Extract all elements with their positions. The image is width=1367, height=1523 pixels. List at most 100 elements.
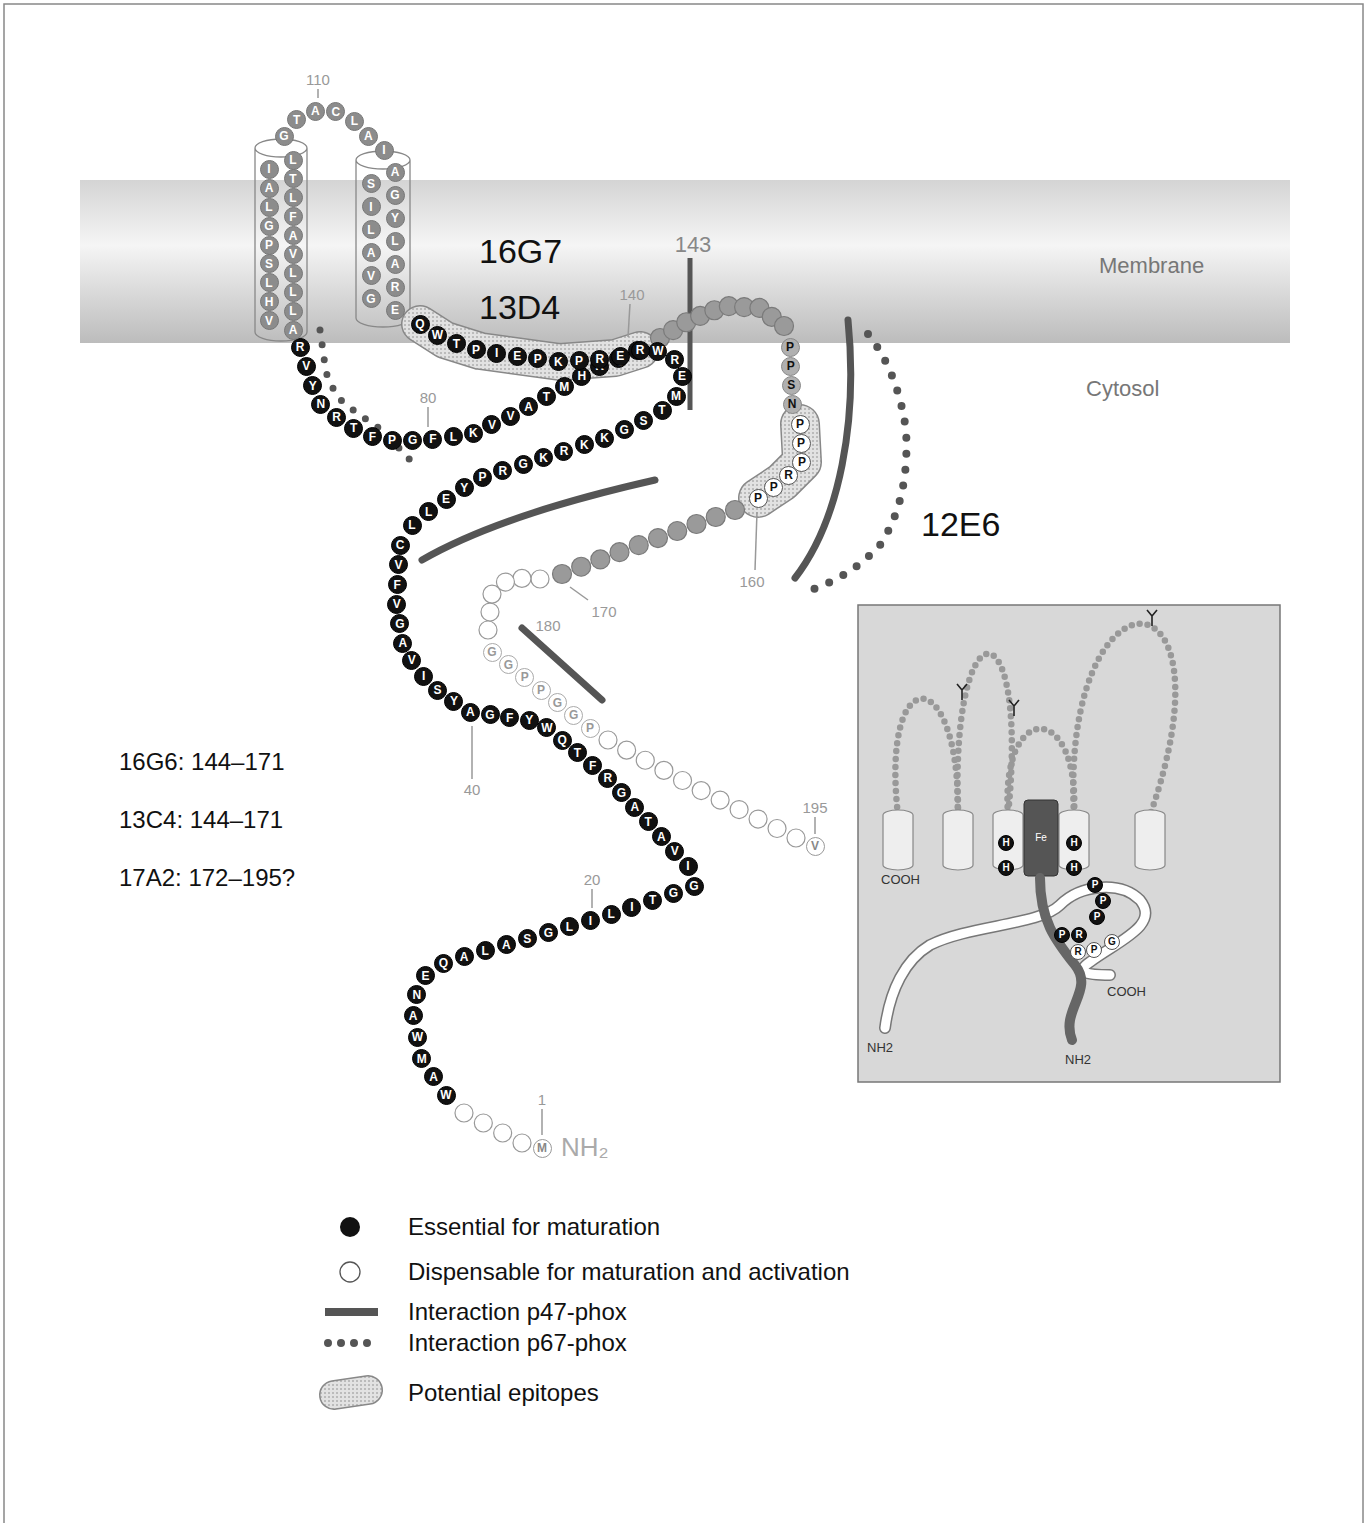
residue-circle: T xyxy=(537,387,556,406)
residue-circle: V xyxy=(389,555,408,574)
residue-letter: A xyxy=(466,706,475,718)
residue-letter: P xyxy=(1091,945,1098,955)
residue-letter: V xyxy=(408,654,416,666)
residue-letter: F xyxy=(393,579,400,591)
residue-circle: A xyxy=(260,179,279,198)
residue-circle: I xyxy=(362,197,381,216)
residue-circle xyxy=(730,801,748,819)
residue-letter: K xyxy=(554,356,563,368)
residue-circle: L xyxy=(476,941,495,960)
residue-letter: M xyxy=(537,1142,547,1154)
residue-circle xyxy=(599,731,617,749)
residue-circle: R xyxy=(386,278,405,297)
residue-letter: A xyxy=(657,831,666,843)
residue-letter: T xyxy=(350,422,357,434)
residue-letter: V xyxy=(507,410,515,422)
residue-letter: N xyxy=(788,398,797,410)
residue-circle: E xyxy=(673,367,692,386)
position-number: 20 xyxy=(583,871,602,888)
residue-circle: A xyxy=(393,634,412,653)
residue-letter: V xyxy=(302,360,310,372)
residue-circle: P xyxy=(515,668,534,687)
terminus-label: COOH xyxy=(1106,985,1147,1000)
residue-circle: A xyxy=(424,1067,443,1086)
residue-circle: K xyxy=(464,424,483,443)
residue-letter: E xyxy=(616,350,624,362)
residue-circle: R xyxy=(1071,927,1087,943)
residue-letter: W xyxy=(440,1089,451,1101)
residue-circle: P xyxy=(260,236,279,255)
position-number: 110 xyxy=(305,71,331,88)
residue-circle xyxy=(629,536,648,555)
residue-letter: Y xyxy=(525,714,533,726)
glycan xyxy=(957,684,967,700)
residue-letter: H xyxy=(265,296,274,308)
residue-letter: L xyxy=(289,192,296,204)
residue-letter: I xyxy=(589,915,592,927)
residue-circle: F xyxy=(363,427,382,446)
residue-circle: F xyxy=(284,207,303,226)
residue-circle: P xyxy=(467,340,486,359)
residue-circle: G xyxy=(499,655,518,674)
residue-letter: H xyxy=(1002,863,1009,873)
residue-circle xyxy=(648,529,667,548)
tick xyxy=(427,407,429,427)
terminus-label: NH₂ xyxy=(560,1133,610,1163)
residue-circle: P xyxy=(473,468,492,487)
antibody-epitope: 13C4: 144–171 xyxy=(118,806,284,834)
residue-circle: G xyxy=(685,877,704,896)
residue-circle: I xyxy=(487,344,506,363)
region-label: Cytosol xyxy=(1085,376,1160,401)
residue-letter: R xyxy=(671,354,680,366)
residue-letter: H xyxy=(1002,838,1009,848)
residue-circle xyxy=(494,1124,512,1142)
residue-circle xyxy=(591,550,610,569)
residue-letter: L xyxy=(289,286,296,298)
residue-letter: K xyxy=(580,439,589,451)
residue-circle: H xyxy=(1066,835,1082,851)
residue-letter: G xyxy=(366,293,375,305)
residue-circle: G xyxy=(403,431,422,450)
residue-letter: S xyxy=(265,258,273,270)
residue-circle: L xyxy=(419,502,438,521)
residue-circle: T xyxy=(643,891,662,910)
residue-circle: A xyxy=(284,321,303,340)
residue-circle xyxy=(775,317,794,336)
residue-circle: E xyxy=(437,490,456,509)
position-number: 140 xyxy=(618,286,645,303)
residue-letter: V xyxy=(671,845,679,857)
residue-circle: S xyxy=(260,254,279,273)
legend-text: Interaction p47-phox xyxy=(408,1298,627,1326)
position-number: 1 xyxy=(537,1091,547,1108)
residue-circle: I xyxy=(375,141,394,160)
position-ticks xyxy=(318,89,815,1135)
residue-circle: S xyxy=(428,681,447,700)
residue-circle: P xyxy=(1054,927,1070,943)
p47-interaction-line xyxy=(688,258,693,410)
residue-circle: L xyxy=(284,302,303,321)
residue-circle: N xyxy=(783,395,802,414)
residue-letter: K xyxy=(539,452,548,464)
residue-circle: V xyxy=(501,407,520,426)
residue-letter: Y xyxy=(391,212,399,224)
residue-letter: Q xyxy=(415,318,424,330)
residue-circle: A xyxy=(284,226,303,245)
residue-letter: Y xyxy=(450,695,458,707)
region-label: Membrane xyxy=(1098,253,1205,278)
residue-letter: N xyxy=(316,398,325,410)
residue-letter: G xyxy=(620,424,629,436)
residue-circle: V xyxy=(362,266,381,285)
residue-circle: G xyxy=(275,127,294,146)
residue-letter: P xyxy=(796,418,804,430)
ribbon-gp91 xyxy=(885,887,1145,1028)
residue-circle: W xyxy=(537,718,556,737)
helix-cylinder xyxy=(943,810,973,870)
residue-circle: L xyxy=(284,283,303,302)
residue-circle: E xyxy=(611,347,630,366)
antibody-epitope: 17A2: 172–195? xyxy=(118,864,296,892)
residue-circle: T xyxy=(653,401,672,420)
residue-circle: P xyxy=(781,338,800,357)
tick xyxy=(541,1109,543,1135)
residue-circle: T xyxy=(639,812,658,831)
residue-circle: G xyxy=(390,614,409,633)
